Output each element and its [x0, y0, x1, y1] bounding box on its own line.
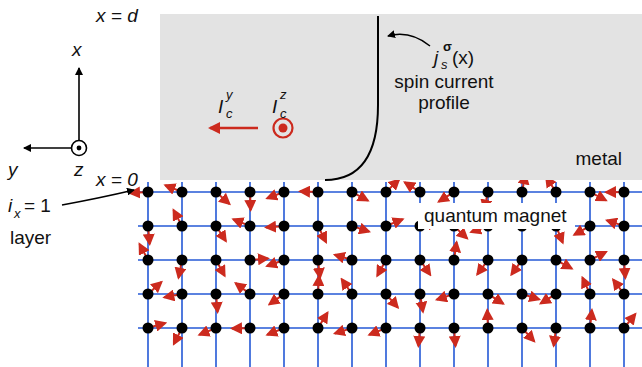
current-symbol: I	[218, 97, 223, 116]
layer-index: i	[8, 196, 12, 215]
region-label: metal	[576, 149, 622, 168]
index-value: = 1	[24, 196, 51, 215]
subscript: c	[226, 107, 233, 120]
axis-label: z	[74, 160, 84, 179]
leader-line	[388, 34, 430, 46]
superscript: z	[280, 88, 287, 101]
axis-boundary-label: x = d	[96, 6, 138, 25]
subscript: s	[441, 58, 448, 71]
spin-current-curve	[325, 16, 378, 180]
current-symbol: I	[272, 97, 277, 116]
curve-caption: spin current profile	[384, 72, 504, 114]
axis-label: y	[8, 160, 18, 179]
subscript: x	[14, 207, 21, 220]
layer-label: layer	[10, 228, 51, 247]
subscript: c	[280, 107, 287, 120]
argument: (x)	[452, 48, 474, 67]
current-out-of-plane	[274, 119, 293, 138]
leader-line	[62, 190, 134, 205]
material-label: quantum magnet	[418, 203, 575, 229]
axis-boundary-label: x = 0	[96, 170, 138, 189]
spin-current-symbol: j	[434, 48, 438, 67]
current-arrow	[210, 127, 258, 130]
superscript: y	[226, 88, 233, 101]
spin-lattice	[130, 174, 642, 367]
superscript: σ	[443, 40, 452, 53]
axis-label: x	[72, 40, 82, 59]
axes	[24, 68, 87, 156]
